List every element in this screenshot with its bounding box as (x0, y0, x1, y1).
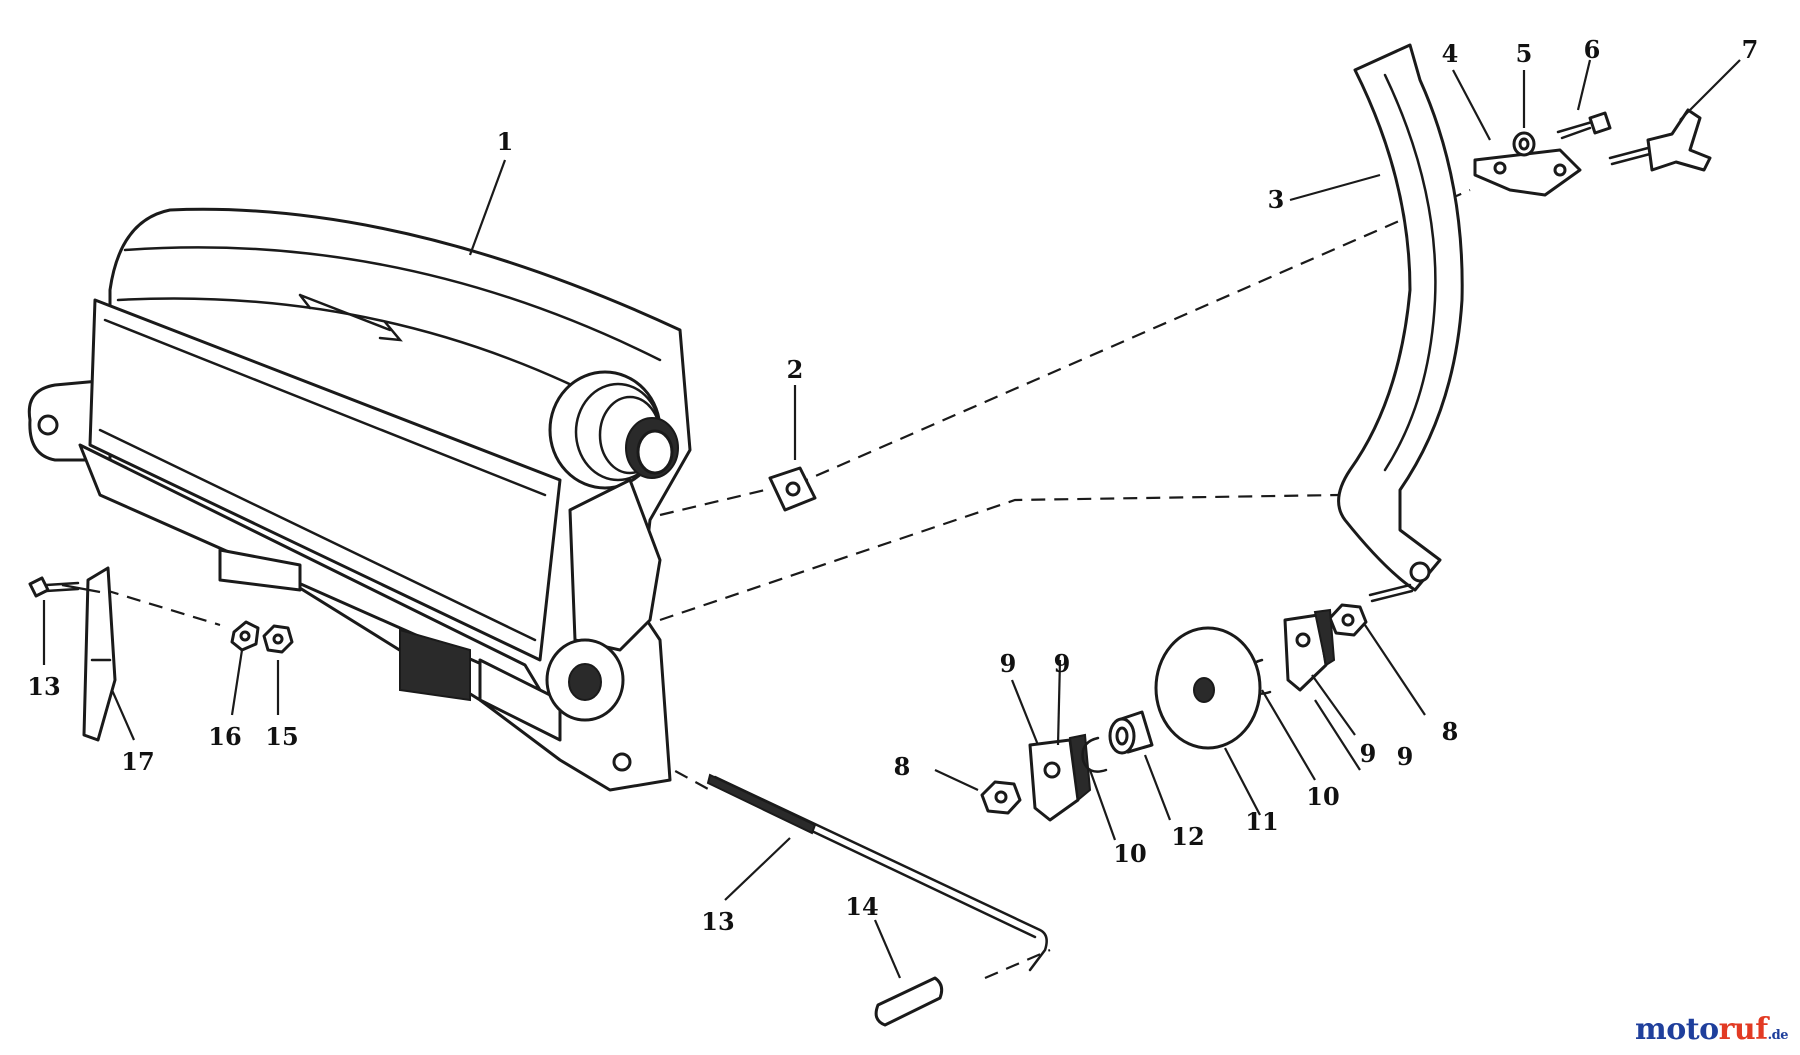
support-rod (706, 773, 1048, 972)
callout-14: 14 (845, 892, 878, 921)
callout-9-a: 9 (1000, 649, 1017, 678)
leader-lines (42, 59, 1741, 979)
hex-nut-right (1328, 583, 1414, 637)
callout-13-rod: 13 (701, 907, 734, 936)
callout-1: 1 (497, 127, 514, 156)
callout-17: 17 (121, 747, 154, 776)
callout-10-right: 10 (1306, 782, 1339, 811)
callout-12: 12 (1171, 822, 1204, 851)
spring-clips-right (1283, 608, 1336, 692)
wing-nut (1608, 108, 1712, 172)
callout-5: 5 (1516, 39, 1533, 68)
callout-3: 3 (1268, 185, 1285, 214)
rod-grip (874, 976, 944, 1027)
callout-16: 16 (208, 722, 241, 751)
blade-guard-housing (27, 207, 692, 792)
callout-2: 2 (787, 355, 804, 384)
motoruf-watermark-logo: motoruf.de (1634, 1012, 1789, 1047)
watermark-part-3: .de (1767, 1028, 1789, 1043)
callout-9-b: 9 (1054, 649, 1071, 678)
screw (1556, 111, 1612, 140)
callout-6: 6 (1584, 35, 1601, 64)
callout-10-left: 10 (1113, 839, 1146, 868)
watermark-part-2: ruf (1718, 1012, 1769, 1047)
plate-screw (28, 576, 80, 598)
callout-8-left: 8 (894, 752, 911, 781)
small-nut (262, 624, 294, 654)
callout-9-d: 9 (1397, 742, 1414, 771)
callout-15: 15 (265, 722, 298, 751)
callout-13-screw: 13 (27, 672, 60, 701)
bushing (1108, 710, 1154, 755)
watermark-part-1: moto (1634, 1012, 1719, 1047)
square-nut (768, 466, 817, 512)
spring-clips-left (1028, 733, 1092, 822)
clamp-bracket (1473, 148, 1582, 197)
callout-8-right: 8 (1442, 717, 1459, 746)
anti-kickback-disk (1154, 626, 1262, 750)
hex-nut-left (980, 780, 1022, 815)
support-arm (1337, 43, 1464, 592)
callout-9-c: 9 (1360, 739, 1377, 768)
spreader-plate (82, 566, 117, 742)
callout-4: 4 (1442, 39, 1459, 68)
lock-washer (230, 620, 260, 652)
callout-11: 11 (1245, 807, 1278, 836)
callout-7: 7 (1742, 35, 1759, 64)
retaining-ring-left (1081, 736, 1108, 773)
washer (1512, 131, 1536, 157)
callout-numbers: 1 2 3 4 5 6 7 8 8 9 9 9 9 10 10 11 12 13… (27, 35, 1758, 936)
